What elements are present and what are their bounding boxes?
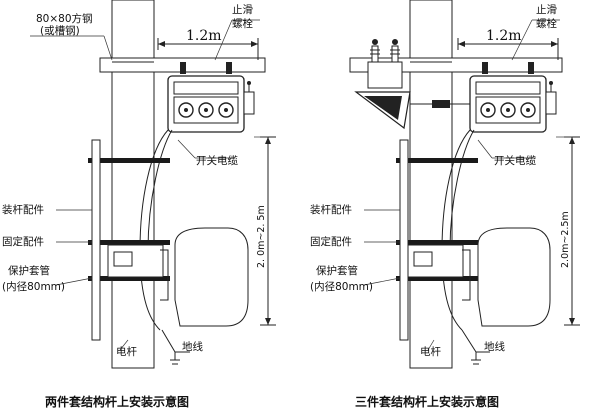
right-pole-label: 电杆 xyxy=(420,345,441,358)
left-bolt-label-2: 螺栓 xyxy=(232,17,253,30)
left-diagram: 80×80方钢 (或槽钢) 1.2m 止滑 螺栓 开关电缆 装杆配件 固定配件 … xyxy=(2,0,276,409)
left-pole-label: 电杆 xyxy=(116,345,137,358)
right-band-3 xyxy=(396,276,478,281)
left-band-1 xyxy=(88,158,170,163)
left-band-2 xyxy=(88,240,170,245)
left-caption: 两件套结构杆上安装示意图 xyxy=(45,394,189,409)
right-pole xyxy=(409,0,453,369)
right-diagram: 1.2m 止滑 螺栓 开关电缆 装杆配件 固定配件 保护套管 (内径80mm) … xyxy=(310,0,580,409)
left-ground-label: 地线 xyxy=(182,340,203,353)
left-switch-body xyxy=(167,62,255,133)
left-sleeve-label-2: (内径80mm) xyxy=(2,280,65,293)
right-band-1 xyxy=(396,158,478,163)
left-sleeve-label-1: 保护套管 xyxy=(8,264,50,277)
left-distance: 1.2m xyxy=(186,28,222,44)
right-pole-fitting: 装杆配件 xyxy=(310,203,352,216)
right-bolt-label-2: 螺栓 xyxy=(536,17,557,30)
right-cable-label: 开关电缆 xyxy=(494,154,536,167)
left-pole-fitting: 装杆配件 xyxy=(2,203,44,216)
right-fixing-fitting: 固定配件 xyxy=(310,235,352,248)
left-steel-label-1: 80×80方钢 xyxy=(36,12,93,25)
left-steel-label-2: (或槽钢) xyxy=(40,24,80,37)
right-height-range: 2.0m~2.5m xyxy=(560,211,571,268)
right-switch-body xyxy=(469,62,557,133)
left-height-range: 2. 0m~2. 5m xyxy=(256,205,267,268)
right-sleeve-label-2: (内径80mm) xyxy=(310,280,373,293)
left-cable-label: 开关电缆 xyxy=(196,154,238,167)
left-band-3 xyxy=(88,276,170,281)
right-bolt-label-1: 止滑 xyxy=(536,4,557,16)
right-caption: 三件套结构杆上安装示意图 xyxy=(355,394,499,409)
left-fixing-fitting: 固定配件 xyxy=(2,235,44,248)
right-band-2 xyxy=(396,240,478,245)
right-sleeve-label-1: 保护套管 xyxy=(316,264,358,277)
right-isolator xyxy=(354,39,474,130)
left-pole xyxy=(111,0,155,369)
right-crossbar xyxy=(349,57,563,73)
left-bolt-label-1: 止滑 xyxy=(232,4,253,16)
right-ground-label: 地线 xyxy=(484,340,505,353)
right-distance: 1.2m xyxy=(486,28,522,44)
